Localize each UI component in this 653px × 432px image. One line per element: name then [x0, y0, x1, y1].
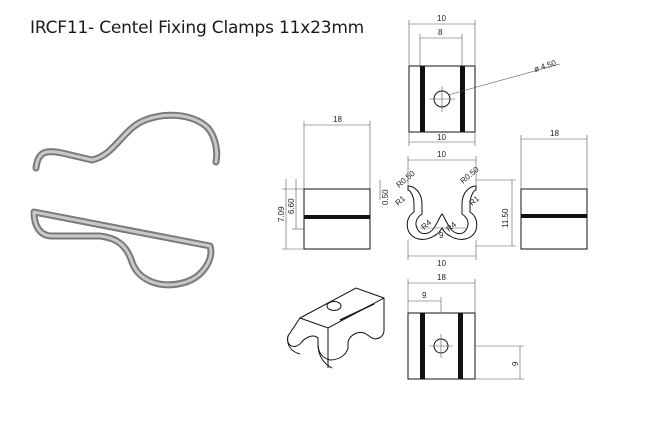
bottom-view — [407, 279, 524, 380]
dim-bottom-hole-offset: 9 — [422, 291, 427, 300]
dim-r1-left: R1 — [394, 194, 408, 208]
top-view — [408, 20, 561, 146]
dim-right-width: 18 — [550, 129, 559, 138]
right-side-view — [520, 135, 588, 250]
dim-r050-right: R0.50 — [459, 165, 482, 186]
dim-top-bottom: 10 — [437, 133, 446, 142]
dim-thickness: 0.50 — [381, 189, 390, 205]
isometric-view — [287, 287, 385, 369]
dim-inner-width: 9 — [439, 231, 444, 240]
dim-top-outer: 10 — [437, 14, 446, 23]
center-profile-view — [406, 156, 516, 260]
dim-center-bottom: 10 — [437, 259, 446, 268]
dim-center-top: 10 — [437, 150, 446, 159]
dim-side-height-outer: 7.09 — [277, 206, 286, 222]
dim-r050-left: R0.50 — [395, 169, 418, 190]
left-side-view — [282, 121, 381, 250]
dim-total-height: 11.50 — [501, 208, 510, 228]
dim-r4-left: R4 — [420, 218, 434, 232]
dim-left-width: 18 — [333, 115, 342, 124]
dim-top-inner: 8 — [438, 28, 443, 37]
dim-hole-diameter: ø 4.50 — [533, 58, 558, 74]
dim-bottom-height: 9 — [511, 361, 520, 366]
clamp-photo — [30, 111, 221, 289]
dim-side-height-inner: 6.60 — [287, 198, 296, 214]
page-title: IRCF11- Centel Fixing Clamps 11x23mm — [30, 18, 365, 38]
dim-bottom-width: 18 — [437, 273, 446, 282]
